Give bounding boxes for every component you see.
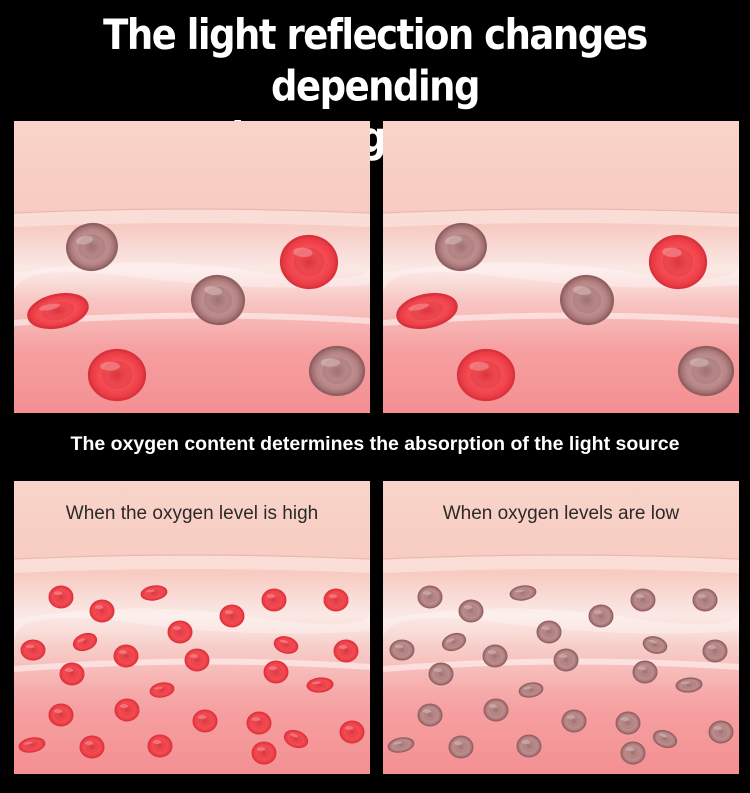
deoxygenated-cell <box>308 345 366 397</box>
oxygenated-cell <box>273 636 299 654</box>
oxygenated-cell <box>283 729 309 749</box>
vessel-illustration <box>383 481 739 774</box>
deoxygenated-cell <box>677 345 735 397</box>
oxygenated-cell <box>89 599 115 623</box>
oxygenated-cell <box>648 234 708 290</box>
deoxygenated-cell <box>483 698 509 722</box>
deoxygenated-cell <box>561 709 587 733</box>
oxygenated-cell <box>59 662 85 686</box>
deoxygenated-cell <box>588 604 614 628</box>
deoxygenated-cell <box>708 720 734 744</box>
deoxygenated-cell <box>417 585 443 609</box>
low-oxygen-panel: When oxygen levels are low <box>383 481 739 774</box>
oxygenated-cell <box>263 660 289 684</box>
deoxygenated-cell <box>615 711 641 735</box>
deoxygenated-cell <box>191 274 245 326</box>
oxygenated-cell <box>339 720 365 744</box>
deoxygenated-cell <box>632 660 658 684</box>
deoxygenated-cell <box>642 636 668 654</box>
oxygenated-cell <box>27 292 89 330</box>
absorption-caption: The oxygen content determines the absorp… <box>70 433 680 455</box>
low-oxygen-label: When oxygen levels are low <box>442 503 680 524</box>
oxygenated-cell <box>149 682 175 698</box>
oxygenated-cell <box>192 709 218 733</box>
oxygenated-cell <box>251 741 277 765</box>
oxygenated-cell <box>167 620 193 644</box>
deoxygenated-cell <box>428 662 454 686</box>
oxygenated-cell <box>147 734 173 758</box>
oxygenated-cell <box>456 348 516 402</box>
oxygenated-cell <box>246 711 272 735</box>
oxygenated-cell <box>184 648 210 672</box>
oxygenated-cell <box>140 585 168 601</box>
oxygenated-cell <box>87 348 147 402</box>
deoxygenated-cell <box>448 735 474 759</box>
deoxygenated-cell <box>620 741 646 765</box>
vessel-illustration <box>14 481 370 774</box>
oxygenated-cell <box>306 677 334 693</box>
vessel-illustration <box>14 121 370 413</box>
oxygenated-cell <box>333 639 359 663</box>
oxygenated-cell <box>219 604 245 628</box>
high-oxygen-label: When the oxygen level is high <box>65 503 319 524</box>
deoxygenated-cell <box>458 599 484 623</box>
deoxygenated-cell <box>560 274 614 326</box>
deoxygenated-cell <box>516 734 542 758</box>
oxygenated-cell <box>396 292 458 330</box>
deoxygenated-cell <box>417 703 443 727</box>
deoxygenated-cell <box>675 677 703 693</box>
high-oxygen-panel: When the oxygen level is high <box>14 481 370 774</box>
oxygenated-cell <box>18 737 46 753</box>
oxygenated-cell <box>323 588 349 612</box>
oxygenated-cell <box>279 234 339 290</box>
deoxygenated-cell <box>630 588 656 612</box>
deoxygenated-cell <box>441 632 467 652</box>
deoxygenated-cell <box>509 585 537 601</box>
oxygenated-cell <box>114 698 140 722</box>
top-left-panel <box>14 121 370 413</box>
top-right-panel <box>383 121 739 413</box>
deoxygenated-cell <box>66 222 118 272</box>
oxygenated-cell <box>48 703 74 727</box>
oxygenated-cell <box>72 632 98 652</box>
oxygenated-cell <box>48 585 74 609</box>
deoxygenated-cell <box>482 644 508 668</box>
deoxygenated-cell <box>702 639 728 663</box>
oxygenated-cell <box>79 735 105 759</box>
deoxygenated-cell <box>435 222 487 272</box>
oxygenated-cell <box>113 644 139 668</box>
deoxygenated-cell <box>389 639 415 661</box>
oxygenated-cell <box>261 588 287 612</box>
deoxygenated-cell <box>692 588 718 612</box>
vessel-illustration <box>383 121 739 413</box>
deoxygenated-cell <box>553 648 579 672</box>
deoxygenated-cell <box>652 729 678 749</box>
deoxygenated-cell <box>536 620 562 644</box>
deoxygenated-cell <box>387 737 415 753</box>
deoxygenated-cell <box>518 682 544 698</box>
title-line-1: The light reflection changes depending <box>103 11 648 111</box>
oxygenated-cell <box>20 639 46 661</box>
